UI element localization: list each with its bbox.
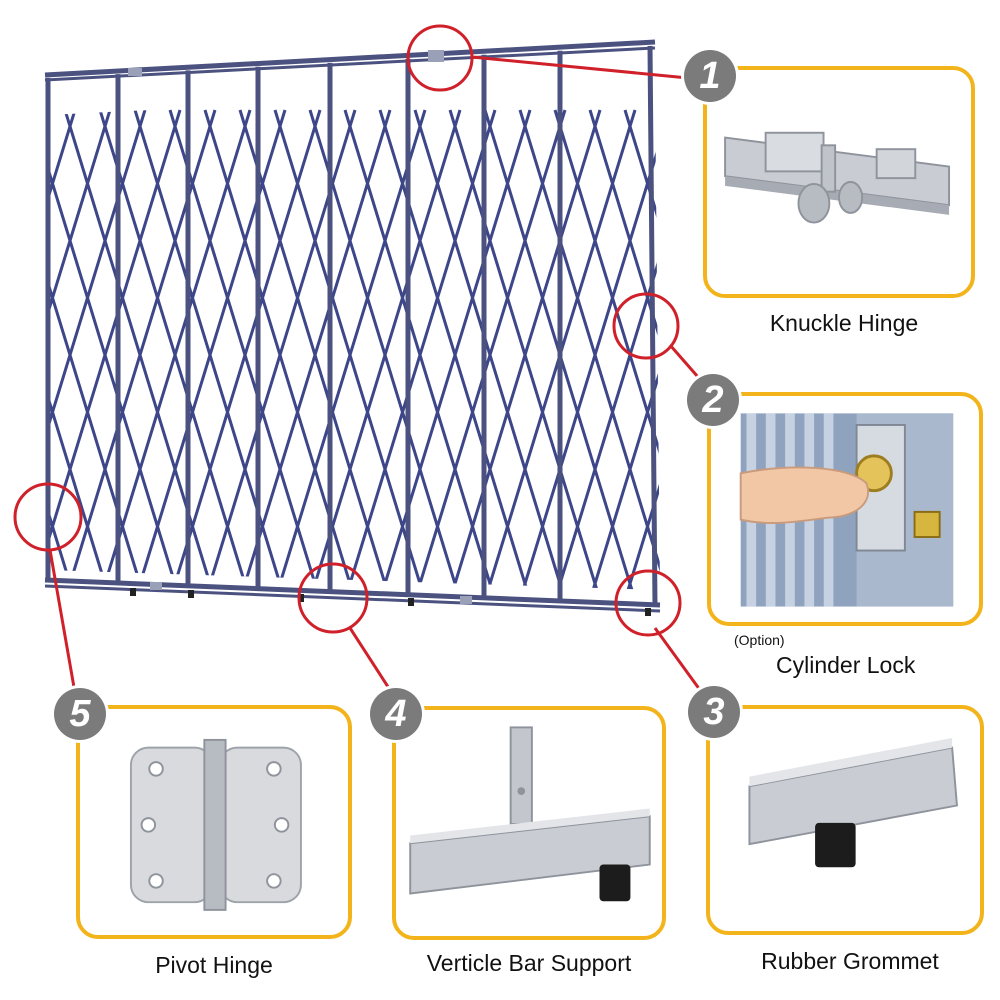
lattice-strut	[48, 109, 77, 590]
bar-support-photo	[409, 726, 651, 902]
panel-pivot-hinge	[76, 705, 352, 939]
lattice-strut	[0, 110, 5, 600]
option-note: (Option)	[734, 632, 785, 648]
pivot-hinge-photo	[129, 738, 302, 911]
lattice-strut	[343, 109, 497, 590]
lattice-strut	[588, 109, 660, 590]
caption-knuckle-hinge: Knuckle Hinge	[769, 310, 919, 336]
gate-vertical-bars	[45, 45, 658, 607]
callout-lines	[48, 55, 707, 694]
gate-fittings	[128, 50, 472, 604]
lattice-strut	[588, 109, 660, 590]
callout-badge-1: 1	[684, 50, 736, 102]
lattice-strut	[518, 109, 660, 590]
lattice-strut	[0, 110, 5, 600]
lattice-strut	[623, 109, 660, 590]
panel-knuckle-hinge	[703, 66, 975, 298]
cylinder-lock-photo	[739, 413, 954, 607]
knuckle-hinge-photo	[707, 70, 971, 294]
lattice-strut	[378, 109, 532, 590]
lattice-strut	[98, 109, 252, 590]
lattice-strut	[413, 109, 567, 590]
gate-vertical-bar	[647, 45, 658, 607]
lattice-strut	[0, 110, 40, 600]
lattice-strut	[48, 109, 182, 590]
callout-badge-3: 3	[688, 686, 740, 738]
callout-badge-4: 4	[370, 688, 422, 740]
caption-rubber-grommet: Rubber Grommet	[761, 948, 939, 974]
panel-cylinder-lock	[707, 392, 983, 626]
callout-badge-2: 2	[687, 374, 739, 426]
lattice-strut	[238, 109, 392, 590]
lattice-strut	[448, 109, 602, 590]
gate-grommets	[130, 588, 651, 616]
lattice-strut	[48, 109, 77, 590]
lattice-strut	[0, 110, 40, 600]
lattice-strut	[48, 109, 112, 590]
lattice-strut	[273, 109, 427, 590]
lattice-strut	[168, 109, 322, 590]
panel-verticle-bar-support	[392, 706, 666, 940]
caption-cylinder-lock: Cylinder Lock	[776, 652, 916, 678]
lattice-strut	[48, 109, 112, 590]
lattice-strut	[308, 109, 462, 590]
panel-rubber-grommet	[706, 705, 984, 935]
callout-rings	[13, 24, 682, 637]
rubber-grommet-photo	[748, 737, 958, 868]
caption-verticle-bar-support: Verticle Bar Support	[426, 950, 632, 976]
callout-badge-5: 5	[54, 688, 106, 740]
caption-pivot-hinge: Pivot Hinge	[155, 952, 273, 978]
